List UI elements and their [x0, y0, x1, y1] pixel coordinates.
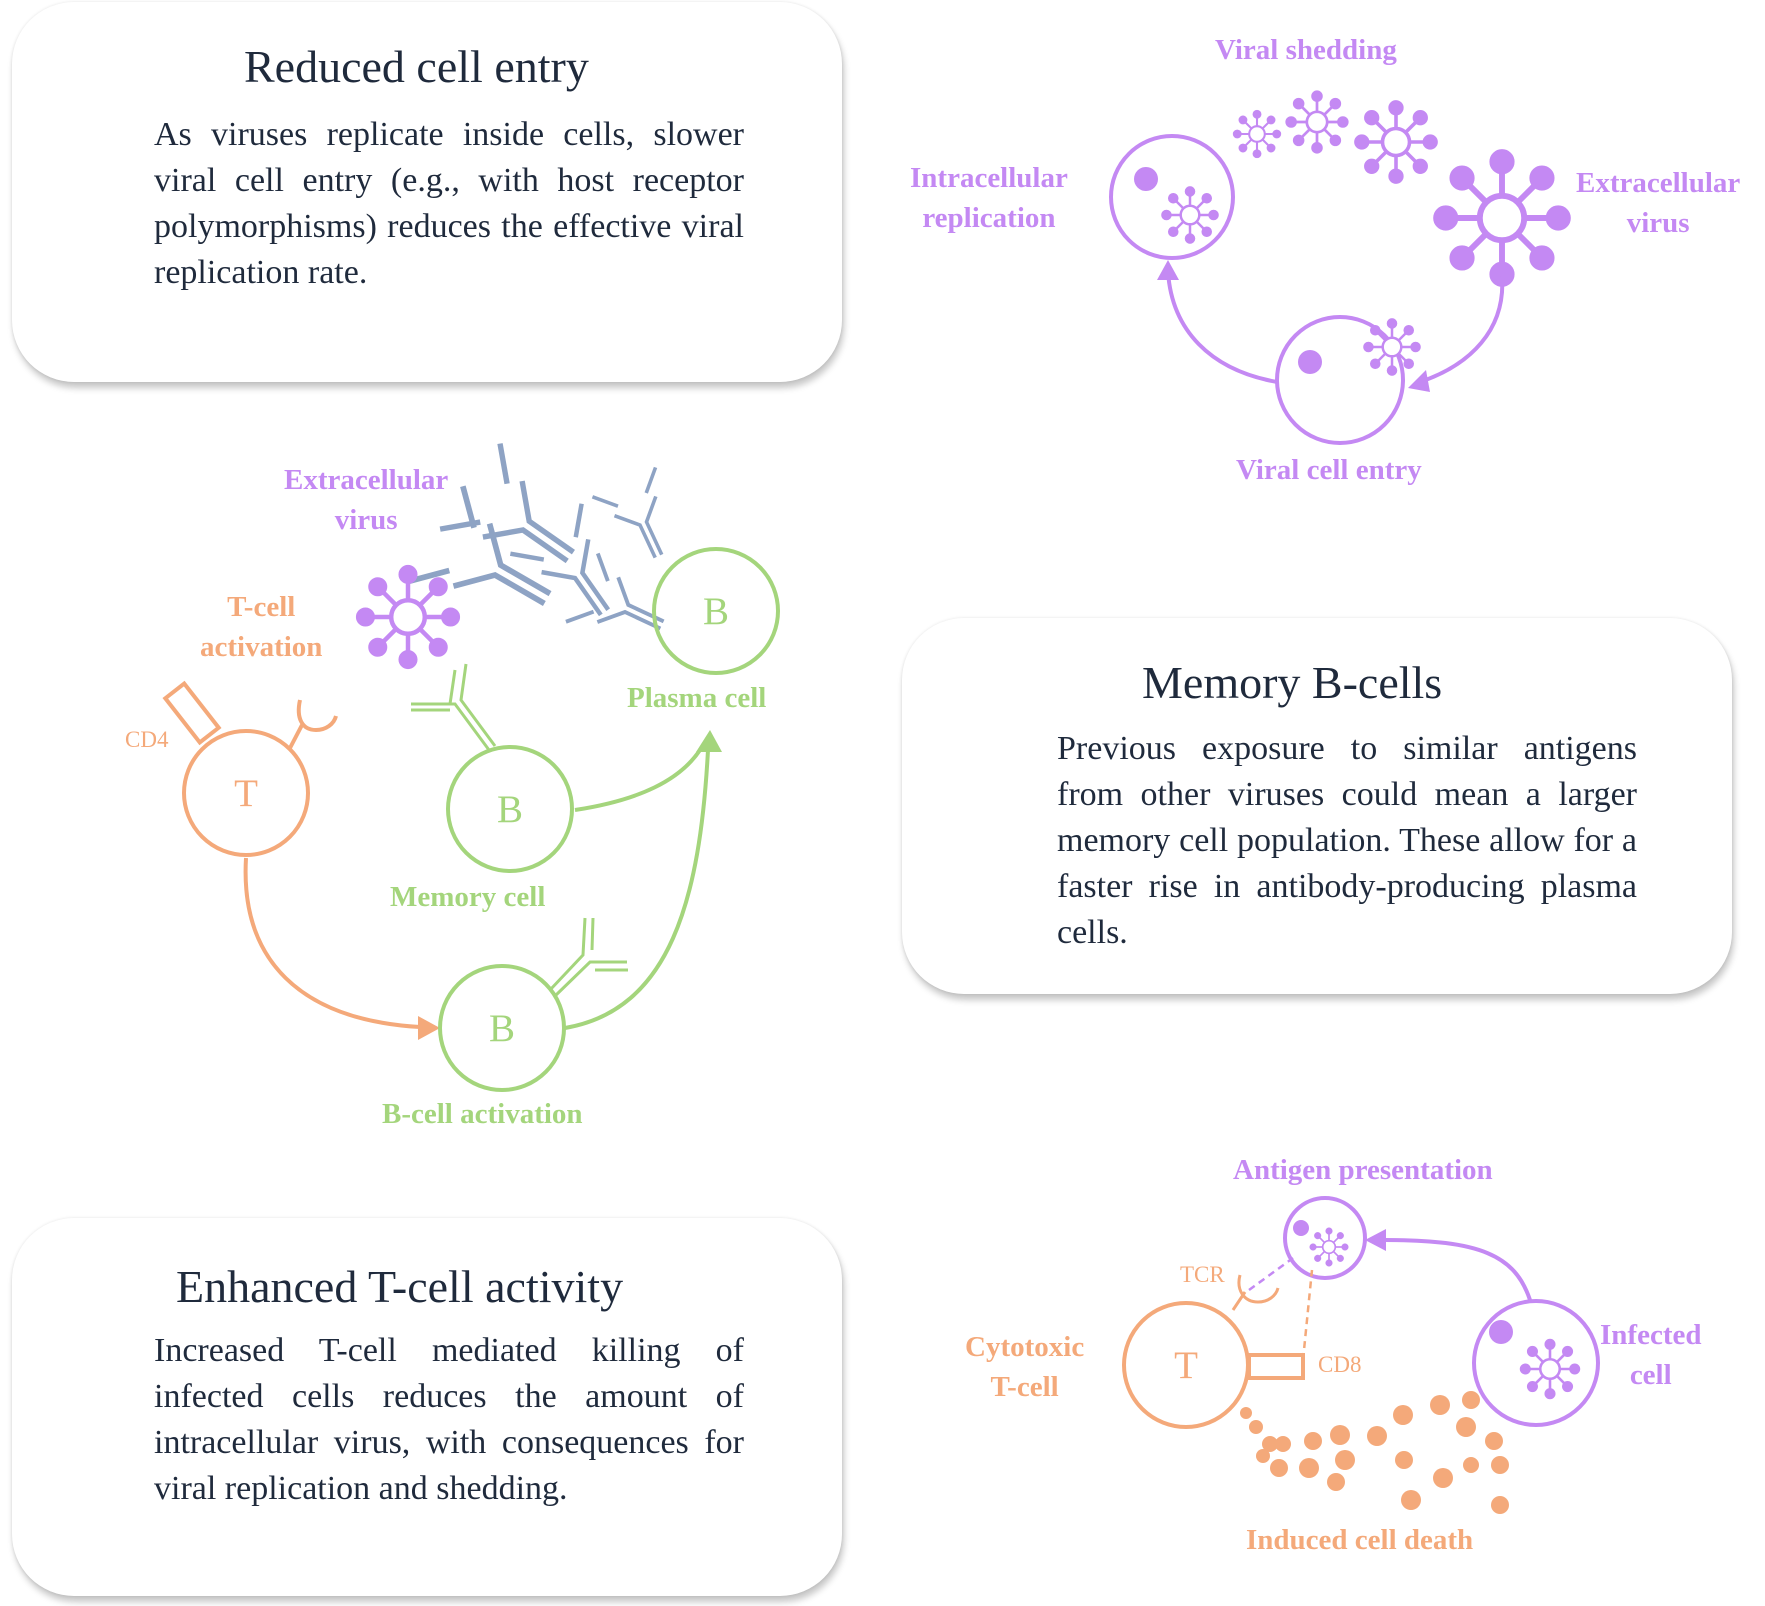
antibody-icon-4: [590, 465, 692, 573]
activated-cell-antibody-icon: [553, 960, 627, 998]
arrow-activated-to-plasma: [564, 749, 710, 1030]
reduced-cell-entry-text: As viruses replicate inside cells, slowe…: [154, 116, 744, 291]
intracellular-virus-icon: [1160, 185, 1220, 245]
bcell-diagram: [162, 444, 780, 1092]
extracellular-virus-icon: [1434, 150, 1570, 286]
shed-virus-icon-3: [1352, 98, 1440, 186]
infected-cell-label: Infected cell: [1600, 1319, 1702, 1391]
b-activation-letter: B: [488, 1007, 515, 1050]
memory-cell-antibody-icon: [411, 702, 491, 751]
induced-cell-death-label: Induced cell death: [1246, 1524, 1474, 1556]
apc-nucleus: [1293, 1220, 1309, 1236]
t-cell-activity-text: Increased T-cell mediated killing of inf…: [154, 1332, 744, 1507]
t-cell-receptor-stalk: [288, 724, 304, 749]
cd8-binding-line: [1301, 1269, 1314, 1361]
arrow-head-plasma: [696, 730, 722, 752]
shed-virus-icon-2: [1284, 89, 1350, 155]
arrow-head-t-to-b: [418, 1016, 440, 1040]
viral-cell-entry-label: Viral cell entry: [1236, 454, 1422, 486]
cd8-receptor-icon: [1247, 1353, 1305, 1380]
infected-nucleus: [1489, 1320, 1513, 1344]
viral-shedding-label: Viral shedding: [1215, 34, 1397, 66]
arrow-t-to-b: [243, 857, 421, 1029]
debris-icon: [1240, 1407, 1252, 1419]
memory-b-cells-title: Memory B-cells: [1142, 657, 1443, 708]
tcr-binding-line: [1248, 1256, 1294, 1292]
infected-virus-icon: [1518, 1337, 1582, 1401]
infected-cell: [1472, 1299, 1600, 1427]
arrow-to-replication: [1166, 271, 1278, 384]
activated-b-cell: [438, 964, 566, 1092]
replicating-cell: [1109, 134, 1235, 260]
arrow-head-replication: [1157, 260, 1179, 280]
intracellular-replication-label: Intracellular replication: [910, 162, 1068, 234]
plasma-cell-letter: B: [702, 590, 729, 633]
entering-virus-icon: [1362, 317, 1422, 377]
b-cell-activation-label: B-cell activation: [382, 1098, 583, 1130]
memory-b-cells-text: Previous exposure to similar antigens fr…: [1057, 730, 1637, 951]
arrow-to-entry: [1419, 275, 1505, 384]
cd4-label: CD4: [125, 727, 169, 752]
extracellular-virus-label: Extracellular virus: [1576, 167, 1741, 239]
cytotoxic-t-cell-label: Cytotoxic T-cell: [965, 1331, 1085, 1403]
t-helper-cell: [182, 729, 310, 857]
cd8-label: CD8: [1318, 1352, 1362, 1377]
arrow-infected-to-apc: [1384, 1238, 1532, 1301]
tcr-label: TCR: [1180, 1262, 1225, 1287]
replicating-nucleus: [1134, 167, 1158, 191]
tcr-receptor-icon: [1231, 1274, 1280, 1311]
arrow-memory-to-plasma: [574, 748, 702, 812]
arrow-head-apc: [1365, 1229, 1386, 1251]
reduced-cell-entry-card: Reduced cell entry As viruses replicate …: [12, 2, 842, 382]
arrow-head-entry: [1408, 370, 1430, 392]
t-cell-activation-label: T-cell activation: [200, 591, 323, 663]
t-cell-activity-card: Enhanced T-cell activity Increased T-cel…: [12, 1218, 842, 1596]
presented-virus-icon: [1308, 1226, 1350, 1268]
entry-nucleus: [1298, 350, 1322, 374]
tcell-diagram: [1122, 1196, 1600, 1514]
t-cell-activity-title: Enhanced T-cell activity: [176, 1261, 624, 1312]
cell-debris: [1240, 1391, 1509, 1514]
entry-cell: [1275, 315, 1405, 445]
viral-cycle: [1109, 89, 1570, 445]
memory-b-cells-card: Memory B-cells Previous exposure to simi…: [902, 618, 1732, 994]
bcell-extracellular-virus-label: Extracellular virus: [284, 464, 449, 536]
cd4-receptor-icon: [162, 680, 222, 746]
t-cell-receptor-icon: [296, 699, 338, 733]
shed-virus-icon-1: [1232, 109, 1282, 159]
t-helper-letter: T: [234, 772, 258, 815]
reduced-cell-entry-title: Reduced cell entry: [244, 41, 589, 92]
cytotoxic-t-letter: T: [1174, 1344, 1198, 1387]
antigen-presenting-cell: [1283, 1196, 1367, 1280]
memory-b-cell: [446, 745, 574, 873]
memory-cell-letter: B: [496, 788, 523, 831]
bcell-virus-icon: [356, 565, 459, 668]
plasma-cell-label: Plasma cell: [627, 682, 767, 714]
memory-cell-label: Memory cell: [390, 881, 546, 913]
antigen-presentation-label: Antigen presentation: [1233, 1154, 1493, 1186]
plasma-cell: [652, 547, 780, 675]
